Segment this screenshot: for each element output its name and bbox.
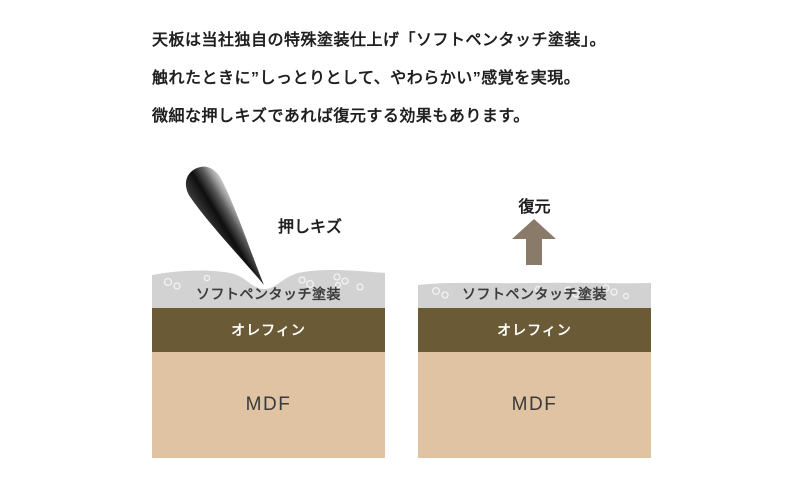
mdf-layer-label: MDF — [511, 394, 558, 415]
olefin-layer: オレフィン — [152, 308, 385, 352]
description-line-3: 微細な押しキズであれば復元する効果もあります。 — [152, 108, 530, 125]
coating-layer-label: ソフトペンタッチ塗装 — [462, 286, 607, 302]
diagram-restored-state: 復元 ソフトペンタッチ塗装 オレフィン MDF — [418, 155, 651, 458]
mdf-layer-label: MDF — [245, 394, 292, 415]
press-scratch-label: 押しキズ — [278, 219, 343, 236]
stylus-pen-icon — [185, 166, 264, 285]
restore-label: 復元 — [518, 199, 551, 216]
diagram-pressed-state: 押しキズ ソフトペンタッチ塗装 オレフィン MDF — [152, 155, 385, 458]
restore-up-arrow-icon — [512, 219, 556, 265]
mdf-layer: MDF — [418, 352, 651, 458]
coating-layer-shape — [418, 282, 651, 308]
olefin-layer: オレフィン — [418, 308, 651, 352]
description-line-2: 触れたときに”しっとりとして、やわらかい”感覚を実現。 — [152, 70, 581, 87]
mdf-layer: MDF — [152, 352, 385, 458]
coating-layer-restored: ソフトペンタッチ塗装 — [418, 278, 651, 308]
coating-layer-shape — [152, 269, 385, 308]
description: 天板は当社独自の特殊塗装仕上げ「ソフトペンタッチ塗装」。 触れたときに”しっとり… — [152, 22, 606, 136]
olefin-layer-label: オレフィン — [231, 322, 306, 338]
coating-layer-dented: ソフトペンタッチ塗装 — [152, 266, 385, 308]
description-line-1: 天板は当社独自の特殊塗装仕上げ「ソフトペンタッチ塗装」。 — [152, 32, 607, 49]
coating-layer-label: ソフトペンタッチ塗装 — [196, 286, 341, 302]
olefin-layer-label: オレフィン — [497, 322, 572, 338]
